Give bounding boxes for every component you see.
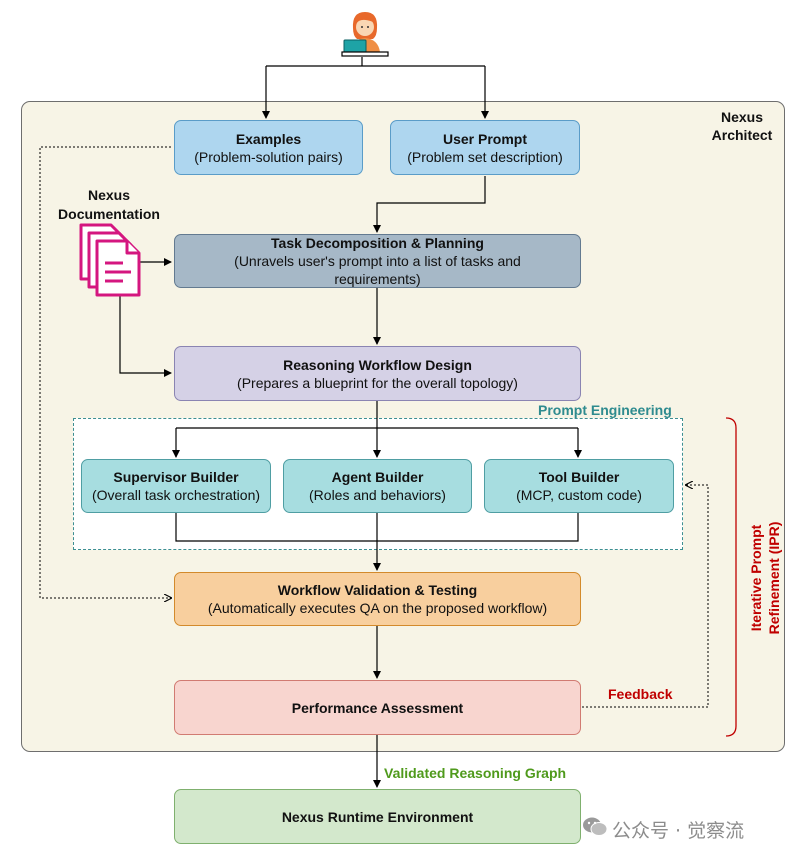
- task-decomposition-subtitle: (Unravels user's prompt into a list of t…: [234, 253, 521, 287]
- agent-builder-title: Agent Builder: [331, 469, 424, 485]
- validated-reasoning-graph-label: Validated Reasoning Graph: [384, 765, 567, 781]
- supervisor-builder-title: Supervisor Builder: [113, 469, 239, 485]
- runtime-environment-node: Nexus Runtime Environment: [174, 789, 581, 844]
- ipr-label: Iterative Prompt Refinement (IPR): [748, 521, 782, 635]
- examples-subtitle: (Problem-solution pairs): [194, 148, 343, 165]
- examples-title: Examples: [235, 130, 302, 147]
- user-prompt-title: User Prompt: [442, 130, 528, 147]
- reasoning-workflow-design-node: Reasoning Workflow Design (Prepares a bl…: [174, 346, 581, 401]
- user-at-laptop-icon: [340, 6, 390, 58]
- performance-assessment-node: Performance Assessment: [174, 680, 581, 735]
- documents-icon: [78, 222, 142, 298]
- supervisor-builder-node: Supervisor Builder (Overall task orchest…: [81, 459, 271, 513]
- feedback-label: Feedback: [608, 686, 673, 702]
- workflow-validation-title: Workflow Validation & Testing: [277, 582, 478, 598]
- runtime-environment-title: Nexus Runtime Environment: [281, 808, 474, 825]
- reasoning-workflow-design-title: Reasoning Workflow Design: [283, 356, 472, 373]
- nexus-architect-label: Nexus Architect: [711, 109, 773, 143]
- examples-node: Examples (Problem-solution pairs): [174, 120, 363, 175]
- tool-builder-node: Tool Builder (MCP, custom code): [484, 459, 674, 513]
- task-decomposition-node: Task Decomposition & Planning (Unravels …: [174, 234, 581, 288]
- tool-builder-title: Tool Builder: [538, 469, 620, 485]
- user-prompt-node: User Prompt (Problem set description): [390, 120, 580, 175]
- watermark-text: 公众号 · 觉察流: [612, 820, 745, 842]
- documentation-label: Nexus Documentation: [58, 187, 160, 222]
- supervisor-builder-subtitle: (Overall task orchestration): [91, 487, 261, 503]
- performance-assessment-title: Performance Assessment: [291, 699, 464, 716]
- agent-builder-subtitle: (Roles and behaviors): [309, 487, 446, 503]
- task-decomposition-title: Task Decomposition & Planning: [271, 235, 484, 251]
- tool-builder-subtitle: (MCP, custom code): [516, 487, 642, 503]
- prompt-engineering-label: Prompt Engineering: [538, 402, 672, 418]
- workflow-validation-subtitle: (Automatically executes QA on the propos…: [207, 600, 548, 616]
- wechat-icon: [582, 815, 608, 839]
- user-prompt-subtitle: (Problem set description): [407, 148, 563, 165]
- workflow-validation-node: Workflow Validation & Testing (Automatic…: [174, 572, 581, 626]
- reasoning-workflow-design-subtitle: (Prepares a blueprint for the overall to…: [237, 374, 518, 391]
- agent-builder-node: Agent Builder (Roles and behaviors): [283, 459, 472, 513]
